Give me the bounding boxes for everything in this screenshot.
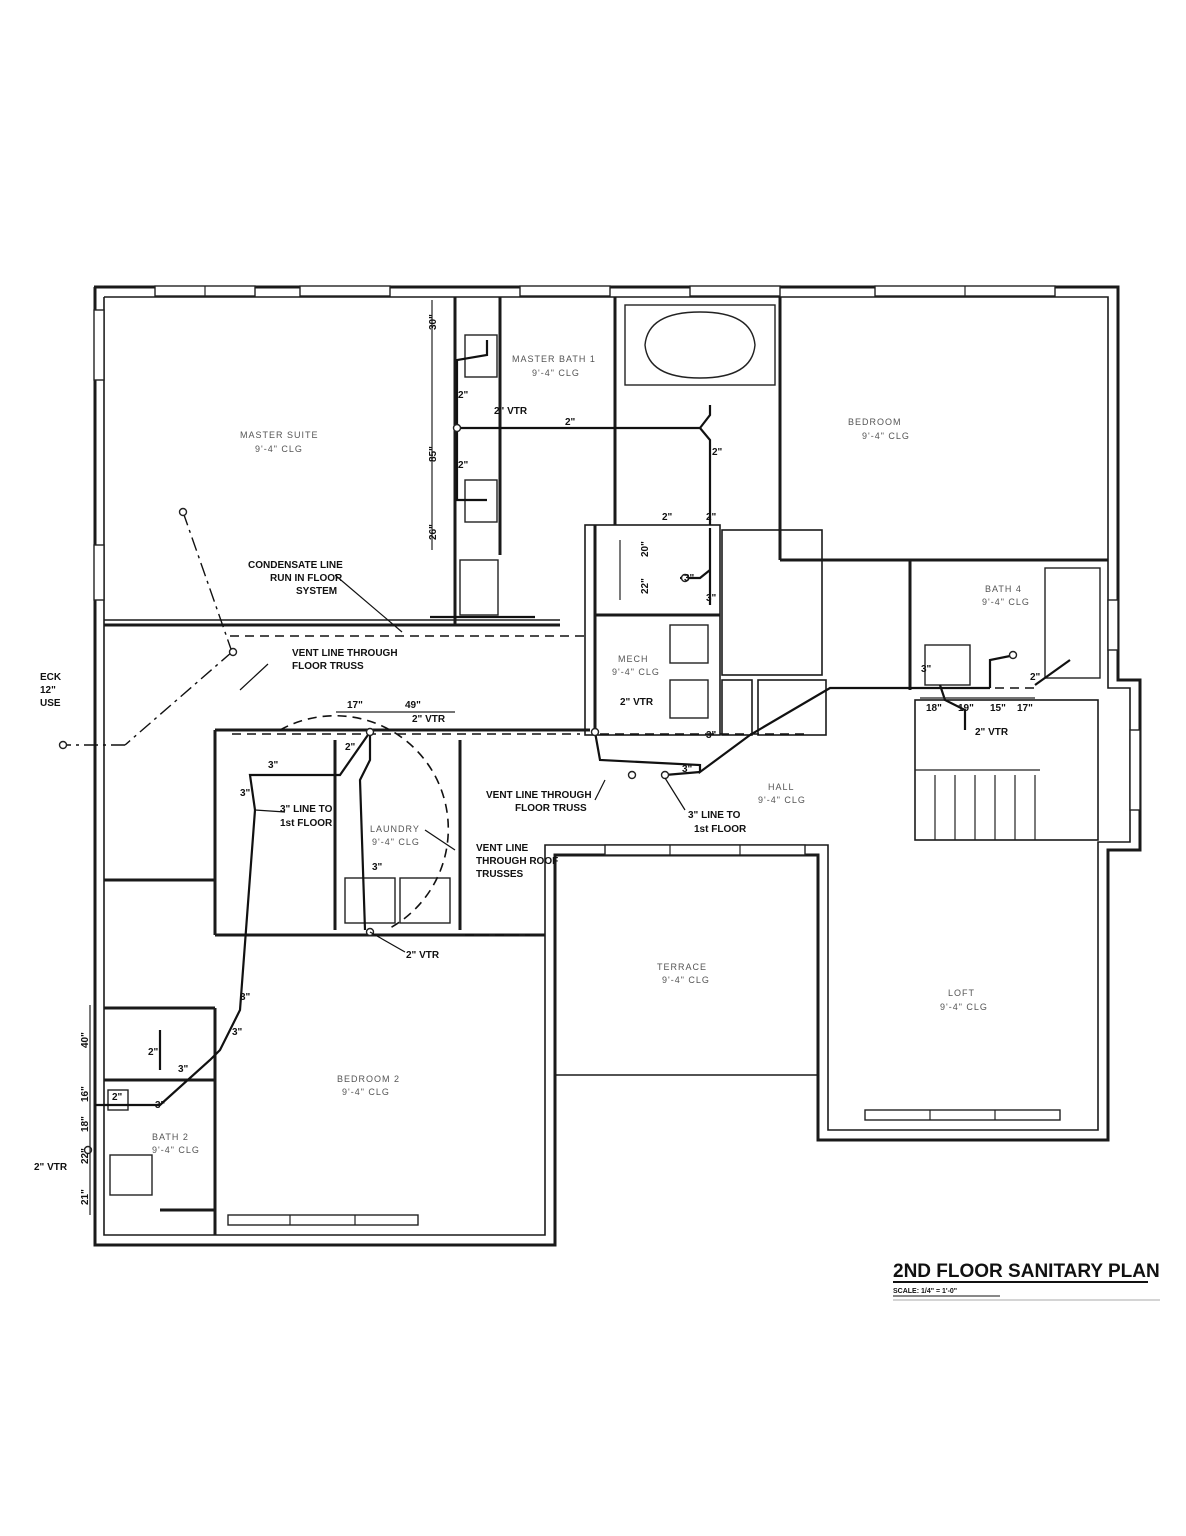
label-vtr-bath4: 2" VTR bbox=[975, 727, 1009, 738]
label-3-mech: 3" bbox=[684, 573, 695, 584]
note-condensate-1: CONDENSATE LINE bbox=[248, 560, 343, 571]
label-2-master-a: 2" bbox=[458, 390, 469, 401]
note-vent-roof-2: THROUGH ROOF bbox=[476, 856, 558, 867]
label-3-bed2-c: 3" bbox=[178, 1064, 189, 1075]
pipe-size-labels: 2" VTR 2" VTR 2" VTR 2" VTR 2" VTR 2" VT… bbox=[34, 390, 1041, 1173]
room-bath2-clg: 9'-4" CLG bbox=[152, 1145, 200, 1155]
room-terrace-clg: 9'-4" CLG bbox=[662, 975, 710, 985]
dim-26: 26" bbox=[428, 524, 439, 540]
room-mech: MECH bbox=[618, 654, 649, 664]
exterior-walls bbox=[93, 285, 1142, 1247]
dim-19: 19" bbox=[958, 703, 974, 714]
note-vent-floor-a2: FLOOR TRUSS bbox=[292, 661, 364, 672]
note-condensate-2: RUN IN FLOOR bbox=[270, 573, 343, 584]
interior-walls bbox=[104, 297, 1108, 1235]
plan-scale: SCALE: 1/4" = 1'-0" bbox=[893, 1288, 957, 1295]
label-vtr-bath2: 2" VTR bbox=[34, 1162, 68, 1173]
windows bbox=[93, 285, 1141, 1226]
label-3-bed2-b: 3" bbox=[232, 1027, 243, 1038]
dashed-lines bbox=[65, 511, 1040, 936]
vent-markers bbox=[58, 423, 1018, 1155]
room-master-suite-clg: 9'-4" CLG bbox=[255, 444, 303, 454]
plan-title: 2ND FLOOR SANITARY PLAN bbox=[893, 1261, 1160, 1282]
room-loft-clg: 9'-4" CLG bbox=[940, 1002, 988, 1012]
dim-17-bath4: 17" bbox=[1017, 703, 1033, 714]
room-hall: HALL bbox=[768, 782, 795, 792]
label-3-bath2: 3" bbox=[155, 1100, 166, 1111]
room-terrace: TERRACE bbox=[657, 962, 707, 972]
room-bath4: BATH 4 bbox=[985, 584, 1022, 594]
dim-15: 15" bbox=[990, 703, 1006, 714]
note-line-first-a1: 3" LINE TO bbox=[280, 804, 333, 815]
note-line-first-b2: 1st FLOOR bbox=[694, 824, 747, 835]
note-left-edge-3: USE bbox=[40, 698, 61, 709]
room-labels: MASTER SUITE 9'-4" CLG MASTER BATH 1 9'-… bbox=[152, 354, 1030, 1155]
label-3-hall: 3" bbox=[706, 730, 717, 741]
note-condensate-3: SYSTEM bbox=[296, 586, 337, 597]
label-3-hall-b: 3" bbox=[682, 764, 693, 775]
label-2-master-run: 2" bbox=[565, 417, 576, 428]
room-bedroom: BEDROOM bbox=[848, 417, 902, 427]
title-block: 2ND FLOOR SANITARY PLAN SCALE: 1/4" = 1'… bbox=[893, 1261, 1160, 1301]
dim-18-bath2: 18" bbox=[80, 1116, 91, 1132]
label-vtr-mech: 2" VTR bbox=[620, 697, 654, 708]
room-master-bath-clg: 9'-4" CLG bbox=[532, 368, 580, 378]
room-mech-clg: 9'-4" CLG bbox=[612, 667, 660, 677]
label-2-b4: 2" bbox=[1030, 672, 1041, 683]
dim-18-bath4: 18" bbox=[926, 703, 942, 714]
label-2-master-b: 2" bbox=[458, 460, 469, 471]
dim-30: 30" bbox=[428, 314, 439, 330]
room-bath4-clg: 9'-4" CLG bbox=[982, 597, 1030, 607]
label-3-laundry-mid: 3" bbox=[372, 862, 383, 873]
dim-40: 40" bbox=[80, 1032, 91, 1048]
label-2-tub-a: 2" bbox=[662, 512, 673, 523]
dim-21: 21" bbox=[80, 1189, 91, 1205]
note-vent-roof-1: VENT LINE bbox=[476, 843, 529, 854]
label-3-bed2-a: 3" bbox=[240, 992, 251, 1003]
dim-85: 85" bbox=[428, 446, 439, 462]
dim-16: 16" bbox=[80, 1086, 91, 1102]
label-2-bath-right: 2" bbox=[712, 447, 723, 458]
label-3-laundry-left: 3" bbox=[240, 788, 251, 799]
label-3-laundry-top: 3" bbox=[268, 760, 279, 771]
dimensions: 30" 85" 26" 20" 22" 17" 49" 18" 19" 15" … bbox=[80, 314, 1033, 1205]
label-vtr-laundry-bottom: 2" VTR bbox=[406, 950, 440, 961]
sanitary-piping bbox=[95, 340, 1071, 1107]
room-bedroom2: BEDROOM 2 bbox=[337, 1074, 400, 1084]
note-line-first-a2: 1st FLOOR bbox=[280, 818, 333, 829]
dim-22-bath2: 22" bbox=[80, 1148, 91, 1164]
label-3-mech-b: 3" bbox=[706, 593, 717, 604]
room-bedroom2-clg: 9'-4" CLG bbox=[342, 1087, 390, 1097]
label-2-bath2-b: 2" bbox=[112, 1092, 123, 1103]
label-2-laundry: 2" bbox=[345, 742, 356, 753]
note-vent-roof-3: TRUSSES bbox=[476, 869, 524, 880]
leader-lines bbox=[239, 574, 686, 953]
dim-20: 20" bbox=[640, 541, 651, 557]
label-vtr-master: 2" VTR bbox=[494, 406, 528, 417]
room-loft: LOFT bbox=[948, 988, 975, 998]
room-master-bath: MASTER BATH 1 bbox=[512, 354, 596, 364]
note-left-edge-2: 12" bbox=[40, 685, 56, 696]
room-laundry-clg: 9'-4" CLG bbox=[372, 837, 420, 847]
label-2-tub-b: 2" bbox=[706, 512, 717, 523]
room-laundry: LAUNDRY bbox=[370, 824, 420, 834]
notes: CONDENSATE LINE RUN IN FLOOR SYSTEM VENT… bbox=[40, 560, 747, 880]
label-vtr-laundry-top: 2" VTR bbox=[412, 714, 446, 725]
label-3-b4: 3" bbox=[921, 664, 932, 675]
room-hall-clg: 9'-4" CLG bbox=[758, 795, 806, 805]
dim-22: 22" bbox=[640, 578, 651, 594]
note-vent-floor-a1: VENT LINE THROUGH bbox=[292, 648, 398, 659]
room-bedroom-clg: 9'-4" CLG bbox=[862, 431, 910, 441]
room-bath2: BATH 2 bbox=[152, 1132, 189, 1142]
note-vent-floor-b1: VENT LINE THROUGH bbox=[486, 790, 592, 801]
dim-49: 49" bbox=[405, 700, 421, 711]
dimension-lines bbox=[89, 300, 1035, 1215]
note-line-first-b1: 3" LINE TO bbox=[688, 810, 741, 821]
room-master-suite: MASTER SUITE bbox=[240, 430, 319, 440]
note-left-edge-1: ECK bbox=[40, 672, 62, 683]
label-2-bath2: 2" bbox=[148, 1047, 159, 1058]
note-vent-floor-b2: FLOOR TRUSS bbox=[515, 803, 587, 814]
dim-17-laundry: 17" bbox=[347, 700, 363, 711]
